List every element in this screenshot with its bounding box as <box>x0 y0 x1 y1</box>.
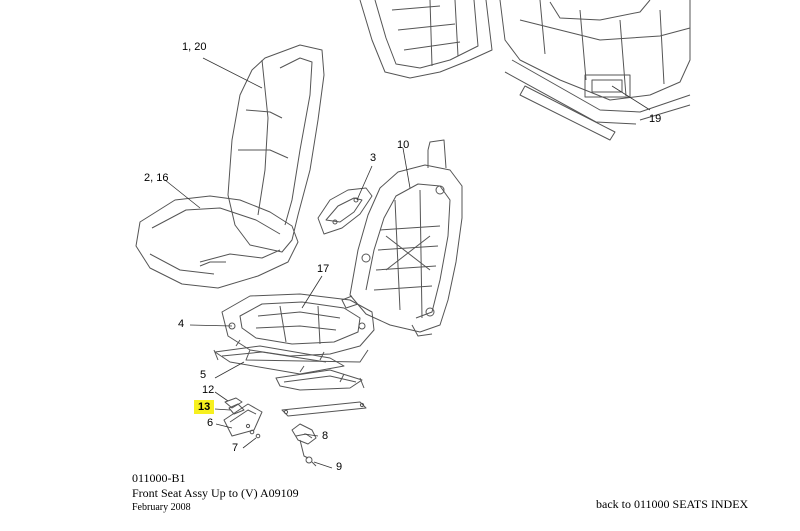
diagram-title: Front Seat Assy Up to (V) A09109 <box>132 486 299 500</box>
tie-bar <box>281 401 367 417</box>
back-to-index-link[interactable]: back to 011000 SEATS INDEX <box>596 497 749 511</box>
seat-belt-buckle <box>291 423 317 467</box>
seat-back-frame <box>341 139 463 337</box>
callout-9: 9 <box>336 461 343 473</box>
side-trim-panel <box>317 187 373 235</box>
callout-1-20: 1, 20 <box>182 41 207 53</box>
callout-17: 17 <box>317 263 330 275</box>
rear-frame-fragment <box>359 0 493 79</box>
callout-2-16: 2, 16 <box>144 172 169 184</box>
callout-12: 12 <box>202 384 215 396</box>
diagram-code: 011000-B1 <box>132 471 186 485</box>
diagram-date: February 2008 <box>132 502 191 513</box>
callout-10: 10 <box>397 139 410 151</box>
bracket-assembly <box>223 397 263 439</box>
seat-pan-frame <box>221 293 375 363</box>
seat-rails <box>213 339 365 391</box>
callout-4: 4 <box>178 318 185 330</box>
callout-19: 19 <box>649 113 662 125</box>
callout-6: 6 <box>207 417 214 429</box>
seat-cover-outline <box>135 44 325 289</box>
callout-5: 5 <box>200 369 207 381</box>
seat-track-assembly <box>499 0 691 141</box>
callout-7: 7 <box>232 442 239 454</box>
callout-8: 8 <box>322 430 329 442</box>
callout-13: 13 <box>194 400 215 414</box>
callout-3: 3 <box>370 152 377 164</box>
